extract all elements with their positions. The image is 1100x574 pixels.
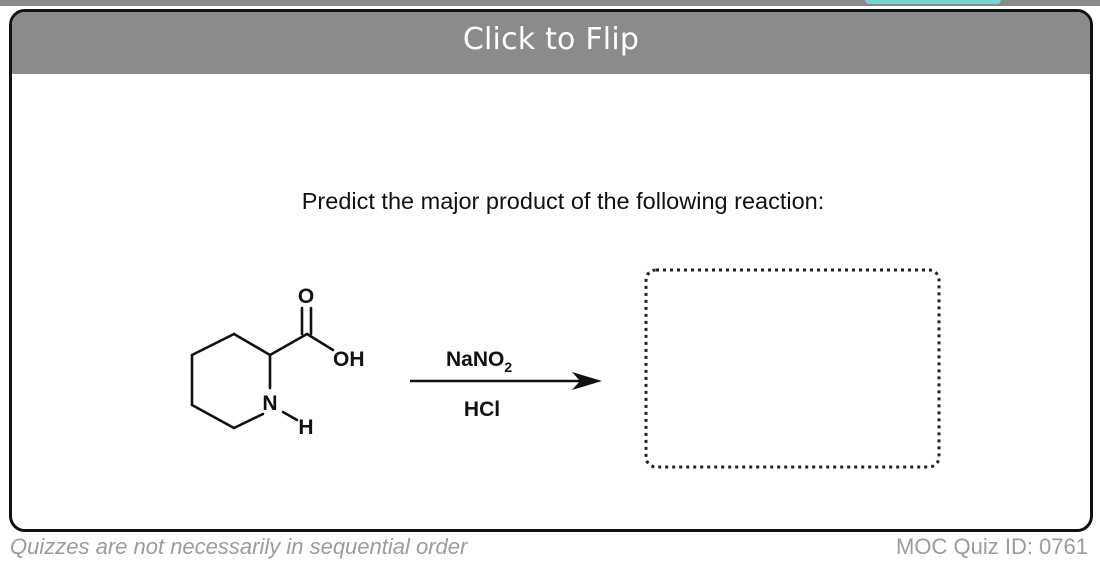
footer-note: Quizzes are not necessarily in sequentia…: [10, 534, 468, 559]
flip-bar[interactable]: Click to Flip: [12, 12, 1090, 74]
reagent-above: NaNO2: [446, 348, 512, 375]
nitrogen-label: N: [262, 392, 277, 415]
nh-bond: [281, 410, 299, 422]
hydroxyl-bond: [305, 332, 335, 352]
reagent-above-subscript: 2: [504, 359, 512, 375]
ring-bond: [232, 412, 265, 430]
chain-bond: [268, 332, 309, 357]
question-prompt: Predict the major product of the followi…: [301, 188, 825, 214]
carbonyl-oxygen-label: O: [298, 285, 314, 308]
reagent-above-base: NaNO: [446, 348, 504, 371]
answer-placeholder-box: [644, 268, 941, 469]
hydroxyl-label: OH: [333, 348, 365, 371]
nh-hydrogen-label: H: [298, 416, 313, 439]
arrow-head: [572, 372, 602, 390]
ring-bond: [232, 332, 272, 357]
top-accent-tab: [865, 0, 1001, 4]
reagent-labels: NaNO2 HCl: [446, 348, 512, 421]
quiz-id: MOC Quiz ID: 0761: [896, 534, 1088, 559]
reagent-below: HCl: [464, 398, 500, 421]
top-strip: [0, 0, 1100, 6]
ring-bond: [190, 332, 236, 357]
flashcard[interactable]: Click to Flip Predict the major product …: [9, 9, 1093, 532]
ring-bond: [190, 403, 236, 430]
flip-label[interactable]: Click to Flip: [462, 22, 640, 57]
reaction-arrow: [410, 372, 602, 390]
reactant-structure: [190, 306, 335, 430]
reactant-labels: O OH N H: [262, 285, 364, 439]
